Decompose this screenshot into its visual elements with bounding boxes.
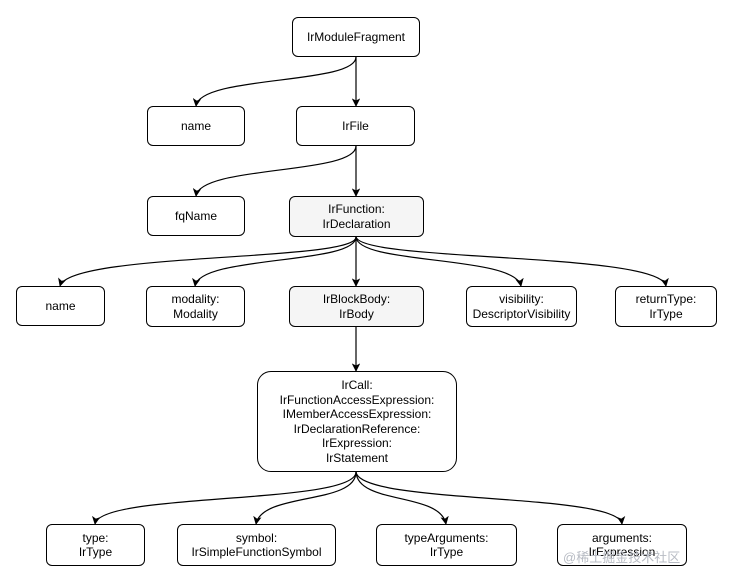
node-ir-file: IrFile [296,106,415,146]
node-visibility: visibility: DescriptorVisibility [466,286,577,327]
edge-irfile-to-fqname [192,145,357,197]
node-ir-block-body: IrBlockBody: IrBody [289,286,424,327]
edge-irfunction-to-visibility [355,236,524,287]
node-modality: modality: Modality [146,286,245,327]
edge-ircall-to-symbol [253,471,357,525]
edge-irfunction-to-name [58,236,357,287]
edge-irfunction-to-modality [192,236,357,287]
node-ir-module-fragment: IrModuleFragment [292,17,420,57]
node-return-type: returnType: IrType [615,286,717,327]
edge-fragment-to-name [192,56,357,107]
edge-ircall-to-typearguments [355,471,449,525]
edge-ircall-to-type [92,471,357,525]
watermark-text: @稀土掘金技术社区 [563,550,681,565]
node-ir-function: IrFunction: IrDeclaration [289,196,424,237]
node-call-type: type: IrType [46,524,145,566]
node-type-arguments: typeArguments: IrType [376,524,517,566]
node-function-name: name [16,286,105,326]
node-ir-call: IrCall: IrFunctionAccessExpression: IMem… [257,371,457,472]
edge-irfunction-to-returntype [355,236,669,287]
edge-ircall-to-arguments [355,471,626,525]
node-arguments: arguments: IrExpression [557,524,687,566]
node-symbol: symbol: IrSimpleFunctionSymbol [177,524,336,566]
node-fq-name: fqName [147,196,245,236]
node-module-name: name [147,106,245,146]
